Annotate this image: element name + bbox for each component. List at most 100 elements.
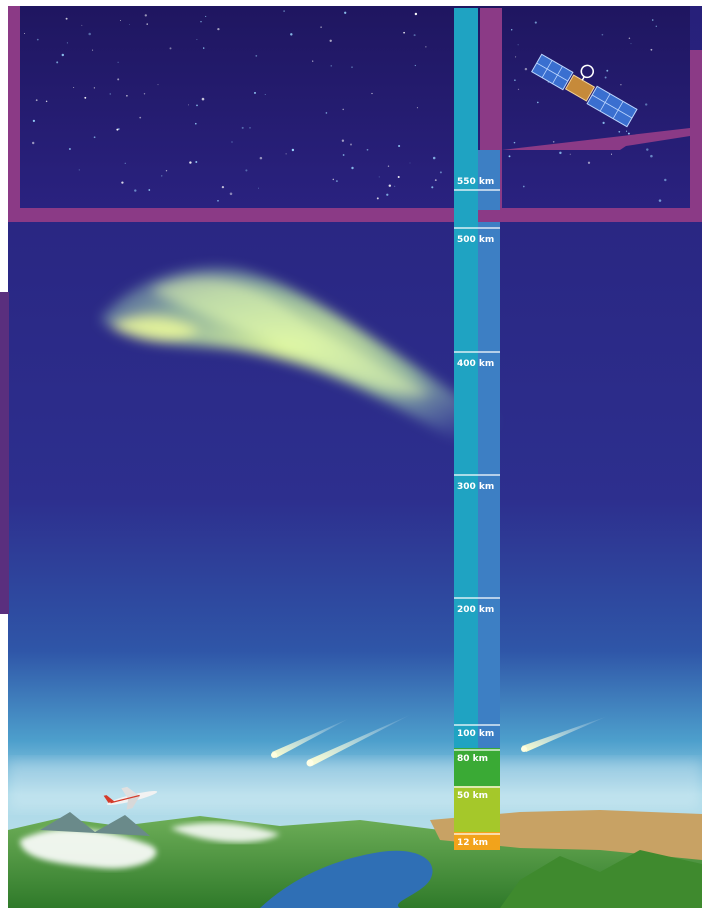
star [312,60,314,62]
star [255,55,258,57]
star [144,14,147,17]
star [65,17,68,20]
star [195,161,198,163]
star [245,169,248,172]
star [221,185,225,189]
star [569,153,571,155]
star [349,143,353,146]
star [169,47,172,50]
altitude-scale [454,8,500,850]
star [414,64,416,67]
star [205,15,207,17]
star [394,185,396,187]
star [371,92,373,95]
star [517,88,520,91]
star [126,95,128,97]
star [341,139,345,142]
label-12-km: 12 km [457,838,489,848]
star [398,144,401,148]
star [24,33,25,34]
star [56,61,59,64]
star [229,192,233,196]
airplane-icon [103,786,158,810]
star [386,193,389,196]
aurora-icon [100,267,560,472]
star [332,178,335,181]
star [290,33,293,36]
scale-ticks [454,189,500,835]
star [196,39,198,40]
star [134,189,137,192]
star [35,99,38,102]
star [664,178,667,182]
star [620,83,622,86]
star [434,179,437,182]
star [320,26,322,28]
label-550-km: 550 km [457,177,495,187]
star [84,96,87,99]
satellite-icon [531,53,638,128]
star [627,132,630,135]
star [513,141,516,144]
star [414,12,418,16]
star [409,162,411,164]
star [217,27,220,31]
star [552,141,555,143]
star [203,47,205,49]
star [388,184,392,187]
star [618,130,621,133]
star [403,31,405,34]
star [329,39,332,42]
star [439,171,442,174]
star [124,162,126,164]
star [610,153,613,155]
star [121,181,124,184]
scale-bar-main [454,8,478,850]
star [655,25,657,27]
star [511,29,513,31]
star [587,161,591,164]
star [241,126,244,129]
star [283,10,285,12]
star [73,87,75,89]
star [61,53,65,57]
label-400-km: 400 km [457,359,495,369]
label-100-km: 100 km [457,729,495,739]
star [658,199,662,202]
star [344,11,347,14]
star [335,180,338,183]
star [68,147,71,151]
star [537,101,539,104]
star [651,19,654,21]
label-200-km: 200 km [457,605,495,615]
star [165,170,168,172]
star [93,136,96,139]
star [517,44,519,46]
star [524,67,528,71]
stars [24,10,667,202]
star [264,93,266,95]
star [117,78,120,81]
star [36,38,39,41]
label-80-km: 80 km [457,754,489,764]
star [196,104,198,107]
star [92,49,94,51]
star [601,33,604,36]
star [116,128,119,131]
star [432,156,436,160]
star [604,76,607,79]
star [45,100,48,103]
star [257,187,259,189]
star [161,175,163,177]
star [646,148,649,151]
label-300-km: 300 km [457,482,495,492]
star [78,169,80,171]
star [630,43,632,45]
space-panel [8,6,702,222]
star [259,156,263,160]
star [351,66,353,68]
star [425,46,427,48]
star [249,127,251,129]
